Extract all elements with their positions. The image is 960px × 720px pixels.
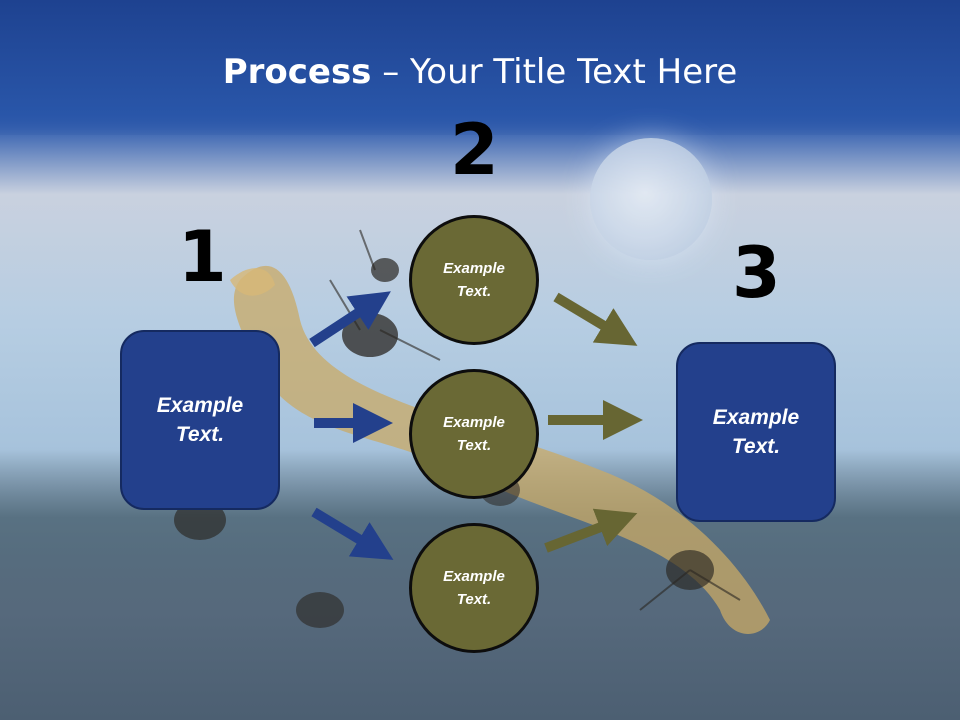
- circle-bottom: Example Text.: [409, 523, 539, 653]
- step-number-1: 1: [178, 216, 227, 298]
- blue-arrow-up: [309, 291, 391, 348]
- olive-arrow-down: [553, 292, 638, 346]
- circle-top-line2: Text.: [456, 283, 492, 300]
- right-process-box: Example Text.: [676, 342, 836, 522]
- blue-arrow-down: [311, 507, 394, 560]
- left-box-line1: Example: [156, 394, 244, 417]
- circle-middle-line1: Example: [443, 414, 505, 431]
- circle-top: Example Text.: [409, 215, 539, 345]
- step-number-2: 2: [450, 109, 499, 191]
- olive-arrow-up: [544, 508, 638, 553]
- slide-title: Process – Your Title Text Here: [0, 52, 960, 92]
- circle-middle-line2: Text.: [456, 437, 492, 454]
- circle-top-line1: Example: [443, 260, 505, 277]
- title-rest: – Your Title Text Here: [371, 52, 738, 92]
- step-number-3: 3: [732, 232, 781, 314]
- title-bold: Process: [222, 52, 372, 92]
- left-process-box: Example Text.: [120, 330, 280, 510]
- circle-bottom-line2: Text.: [456, 591, 492, 608]
- title-band: [0, 0, 960, 135]
- left-box-line2: Text.: [175, 423, 225, 446]
- circle-middle: Example Text.: [409, 369, 539, 499]
- moon-image: [590, 138, 712, 260]
- right-box-line1: Example: [712, 406, 800, 429]
- circle-bottom-line1: Example: [443, 568, 505, 585]
- right-box-line2: Text.: [731, 435, 781, 458]
